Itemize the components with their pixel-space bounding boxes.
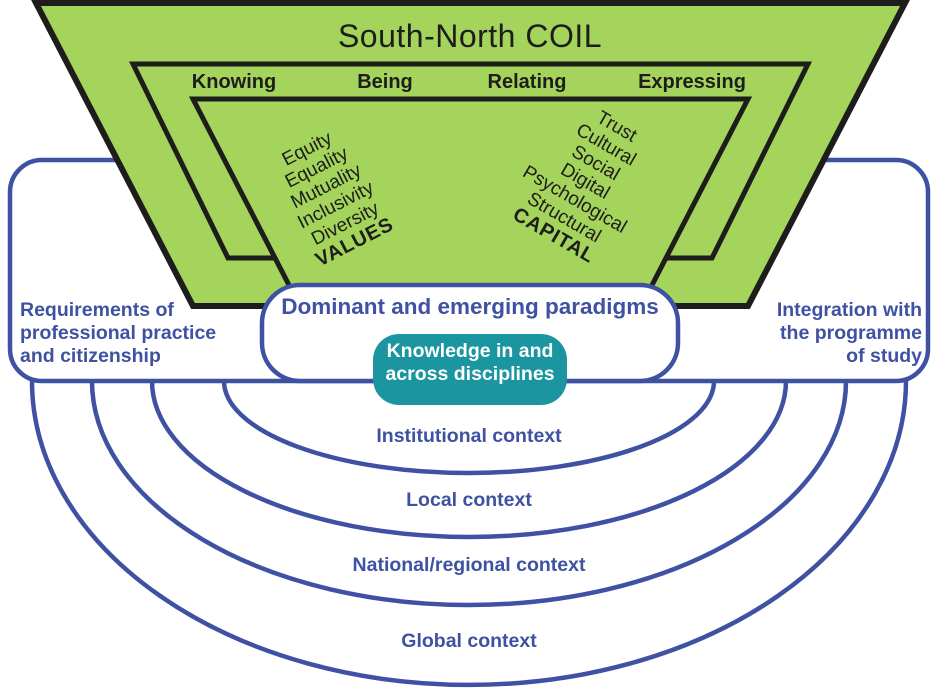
knowledge-pill bbox=[373, 334, 567, 405]
dimension-label-expressing: Expressing bbox=[638, 71, 746, 93]
diagram-title: South-North COIL bbox=[337, 18, 603, 54]
national-regional-context-arc bbox=[89, 380, 849, 608]
left-note-professional-practice: Requirements of professional practice an… bbox=[20, 299, 217, 367]
local-context-arc bbox=[149, 380, 789, 540]
context-label-local: Local context bbox=[406, 489, 532, 511]
context-label-global: Global context bbox=[401, 630, 537, 652]
dimension-label-relating: Relating bbox=[487, 71, 567, 93]
institutional-context-arc bbox=[221, 380, 717, 476]
dimension-label-knowing: Knowing bbox=[191, 71, 277, 93]
right-note-programme-integration: Integration with the programme of study bbox=[776, 299, 922, 367]
context-label-institutional: Institutional context bbox=[376, 425, 562, 447]
context-label-national-regional: National/regional context bbox=[352, 554, 586, 576]
dimension-label-being: Being bbox=[357, 71, 413, 93]
paradigms-label: Dominant and emerging paradigms bbox=[281, 294, 659, 319]
knowledge-label: Knowledge in and across disciplines bbox=[385, 340, 555, 385]
global-context-arc bbox=[29, 380, 909, 688]
funnel-middle-trapezoid bbox=[128, 61, 813, 261]
